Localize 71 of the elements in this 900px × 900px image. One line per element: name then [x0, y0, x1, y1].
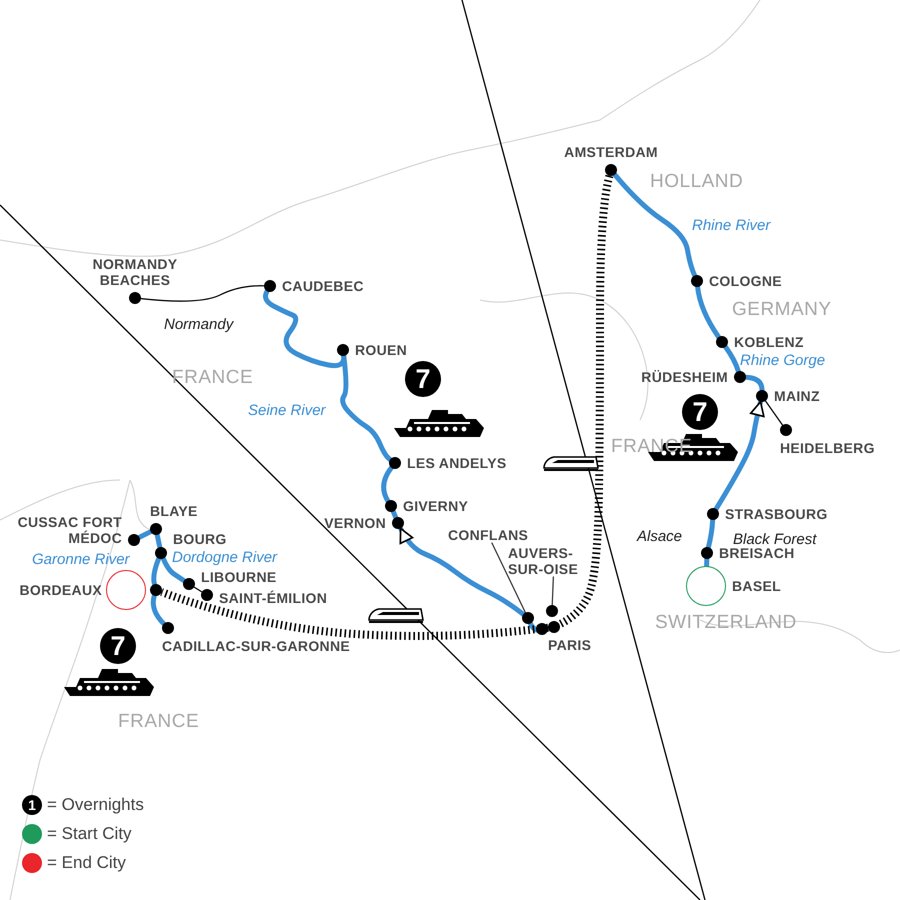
- river-route: [706, 518, 716, 550]
- city-name: BLAYE: [150, 503, 198, 519]
- city-name: BOURG: [173, 531, 227, 547]
- legend-text: = Start City: [47, 824, 132, 844]
- overnight-badge: 7: [405, 361, 441, 397]
- city-name: MAINZ: [774, 388, 820, 404]
- city-name: CADILLAC-SUR-GARONNE: [162, 638, 350, 654]
- city-name: LIBOURNE: [201, 569, 277, 585]
- city-name: CAUDEBEC: [282, 278, 364, 294]
- city-name: PARIS: [548, 637, 592, 653]
- river-name: Rhine Gorge: [740, 352, 826, 369]
- city-name: AMSTERDAM: [564, 144, 658, 160]
- overnight-badge: 7: [682, 394, 718, 430]
- river-name: Dordogne River: [172, 549, 278, 566]
- city-name: ROUEN: [355, 342, 408, 358]
- city-name: SAINT-ÉMILION: [219, 590, 328, 606]
- city-name: COLOGNE: [709, 273, 782, 289]
- country-name: FRANCE: [172, 367, 254, 389]
- river-route: [398, 526, 526, 617]
- rail-route: [160, 588, 549, 640]
- rail-route: [558, 174, 614, 628]
- river-route: [723, 344, 741, 374]
- river-route: [150, 593, 166, 626]
- city-name: STRASBOURG: [725, 506, 828, 522]
- city-name: BORDEAUX: [19, 582, 102, 598]
- leader-line: [552, 576, 554, 606]
- region-name: Black Forest: [733, 531, 816, 548]
- city-name: CONFLANS: [448, 527, 528, 543]
- river-name: Garonne River: [32, 551, 130, 568]
- region-name: Normandy: [164, 316, 234, 333]
- river-route: [612, 172, 698, 278]
- city-name: HEIDELBERG: [780, 440, 875, 456]
- city-name: AUVERS-SUR-OISE: [508, 545, 600, 577]
- country-name: FRANCE: [118, 711, 200, 733]
- city-name: NORMANDY BEACHES: [92, 256, 178, 288]
- city-name: LES ANDELYS: [407, 455, 507, 471]
- city-name: BREISACH: [719, 545, 795, 561]
- river-route: [381, 465, 394, 504]
- river-route: [704, 556, 710, 568]
- city-name: BASEL: [732, 578, 781, 594]
- country-name: HOLLAND: [650, 171, 744, 193]
- connector-line: [764, 400, 784, 426]
- legend-text: = Overnights: [47, 795, 144, 815]
- city-name: CUSSAC FORT MÉDOC: [17, 514, 122, 546]
- river-route: [160, 556, 186, 584]
- country-name: SWITZERLAND: [655, 612, 797, 634]
- river-route: [151, 556, 162, 587]
- river-route: [136, 529, 154, 540]
- river-route: [390, 509, 398, 520]
- city-name: RÜDESHEIM: [641, 369, 728, 385]
- river-route: [695, 284, 722, 340]
- city-name: GIVERNY: [403, 498, 468, 514]
- river-route: [744, 374, 764, 392]
- city-name: VERNON: [324, 515, 386, 531]
- river-name: Seine River: [248, 402, 326, 419]
- connector-line: [194, 586, 202, 592]
- river-route: [528, 621, 551, 634]
- region-name: Alsace: [637, 528, 682, 545]
- connector-line: [140, 285, 265, 302]
- overnight-badge: 7: [100, 628, 136, 664]
- river-route: [340, 353, 393, 462]
- city-name: KOBLENZ: [734, 334, 804, 350]
- country-name: GERMANY: [732, 299, 832, 321]
- legend-text: = End City: [47, 853, 126, 873]
- legend-badge: 1: [22, 795, 42, 815]
- leader-line: [491, 542, 526, 614]
- river-route: [154, 532, 162, 550]
- city-dot: [522, 612, 534, 624]
- river-name: Rhine River: [692, 217, 770, 234]
- river-route: [714, 399, 765, 512]
- city-dot: [546, 605, 558, 617]
